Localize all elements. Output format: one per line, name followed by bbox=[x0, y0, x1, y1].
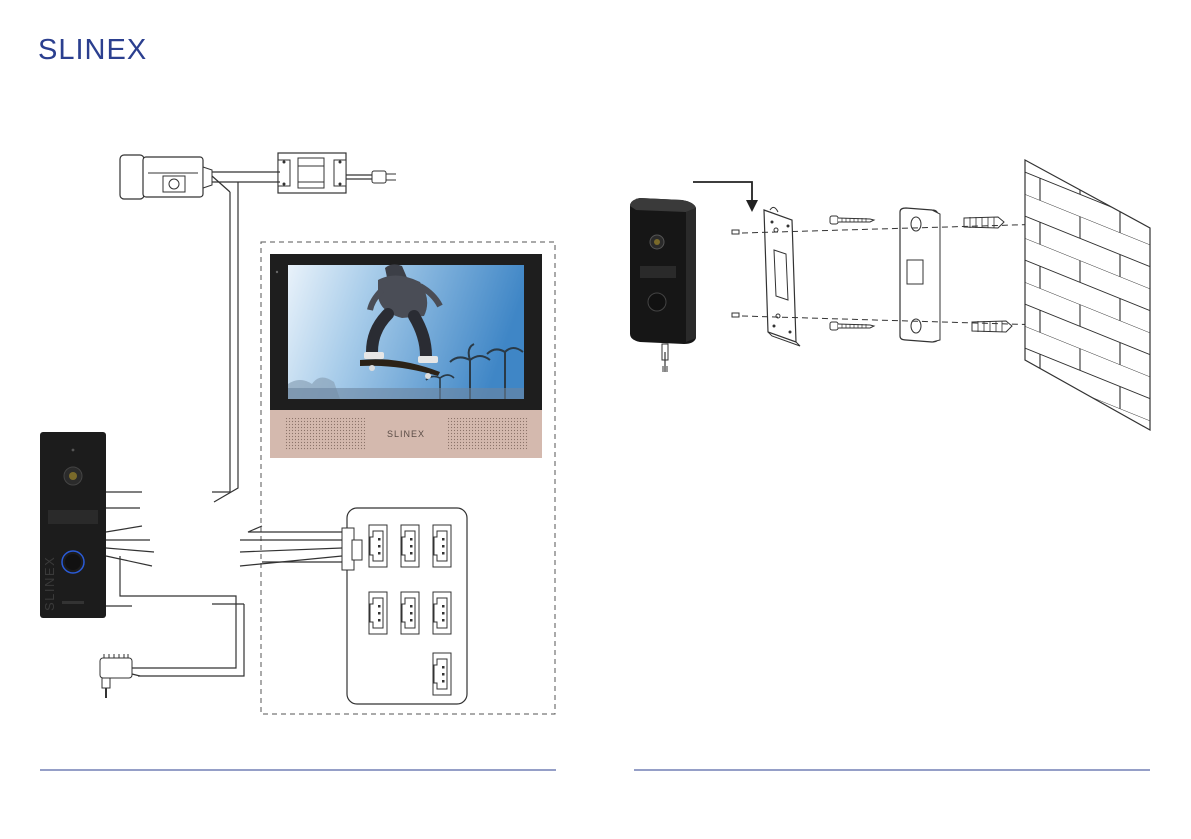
speaker-grille-left bbox=[285, 418, 365, 450]
call-button-icon bbox=[648, 293, 666, 311]
dc-power-adapter bbox=[100, 654, 140, 698]
connector-row-top bbox=[369, 525, 451, 567]
mounting-plate bbox=[764, 207, 800, 346]
wiring-diagram: SLINEX bbox=[40, 153, 555, 714]
mounting-diagram bbox=[630, 160, 1150, 430]
doorbell-brand-label: SLINEX bbox=[42, 556, 57, 611]
small-screws bbox=[732, 230, 739, 317]
speaker-grille-right bbox=[448, 418, 528, 450]
connector-socket bbox=[369, 592, 387, 634]
connector-socket bbox=[401, 592, 419, 634]
doorbell-unit-3d bbox=[630, 198, 696, 372]
connector-socket bbox=[433, 592, 451, 634]
camera-lens-icon bbox=[654, 239, 660, 245]
power-supply-unit bbox=[278, 153, 346, 193]
connector-socket bbox=[433, 525, 451, 567]
connector-socket bbox=[401, 525, 419, 567]
connector-board bbox=[342, 508, 467, 704]
monitor-brand-label: SLINEX bbox=[387, 429, 425, 439]
electric-lock bbox=[120, 155, 212, 199]
wiring-harness bbox=[106, 488, 342, 676]
mains-plug bbox=[346, 171, 396, 183]
connector-row-middle bbox=[369, 592, 451, 634]
indoor-monitor: SLINEX bbox=[270, 254, 542, 458]
camera-lens-icon bbox=[69, 472, 77, 480]
wall-plugs bbox=[964, 217, 1012, 332]
connector-socket bbox=[369, 525, 387, 567]
long-screws bbox=[830, 216, 874, 330]
brick-wall bbox=[1025, 160, 1150, 430]
connector-row-bottom bbox=[433, 653, 451, 695]
connector-socket bbox=[433, 653, 451, 695]
arrow-down-icon bbox=[746, 200, 758, 212]
outdoor-doorbell-panel: SLINEX bbox=[40, 432, 106, 618]
